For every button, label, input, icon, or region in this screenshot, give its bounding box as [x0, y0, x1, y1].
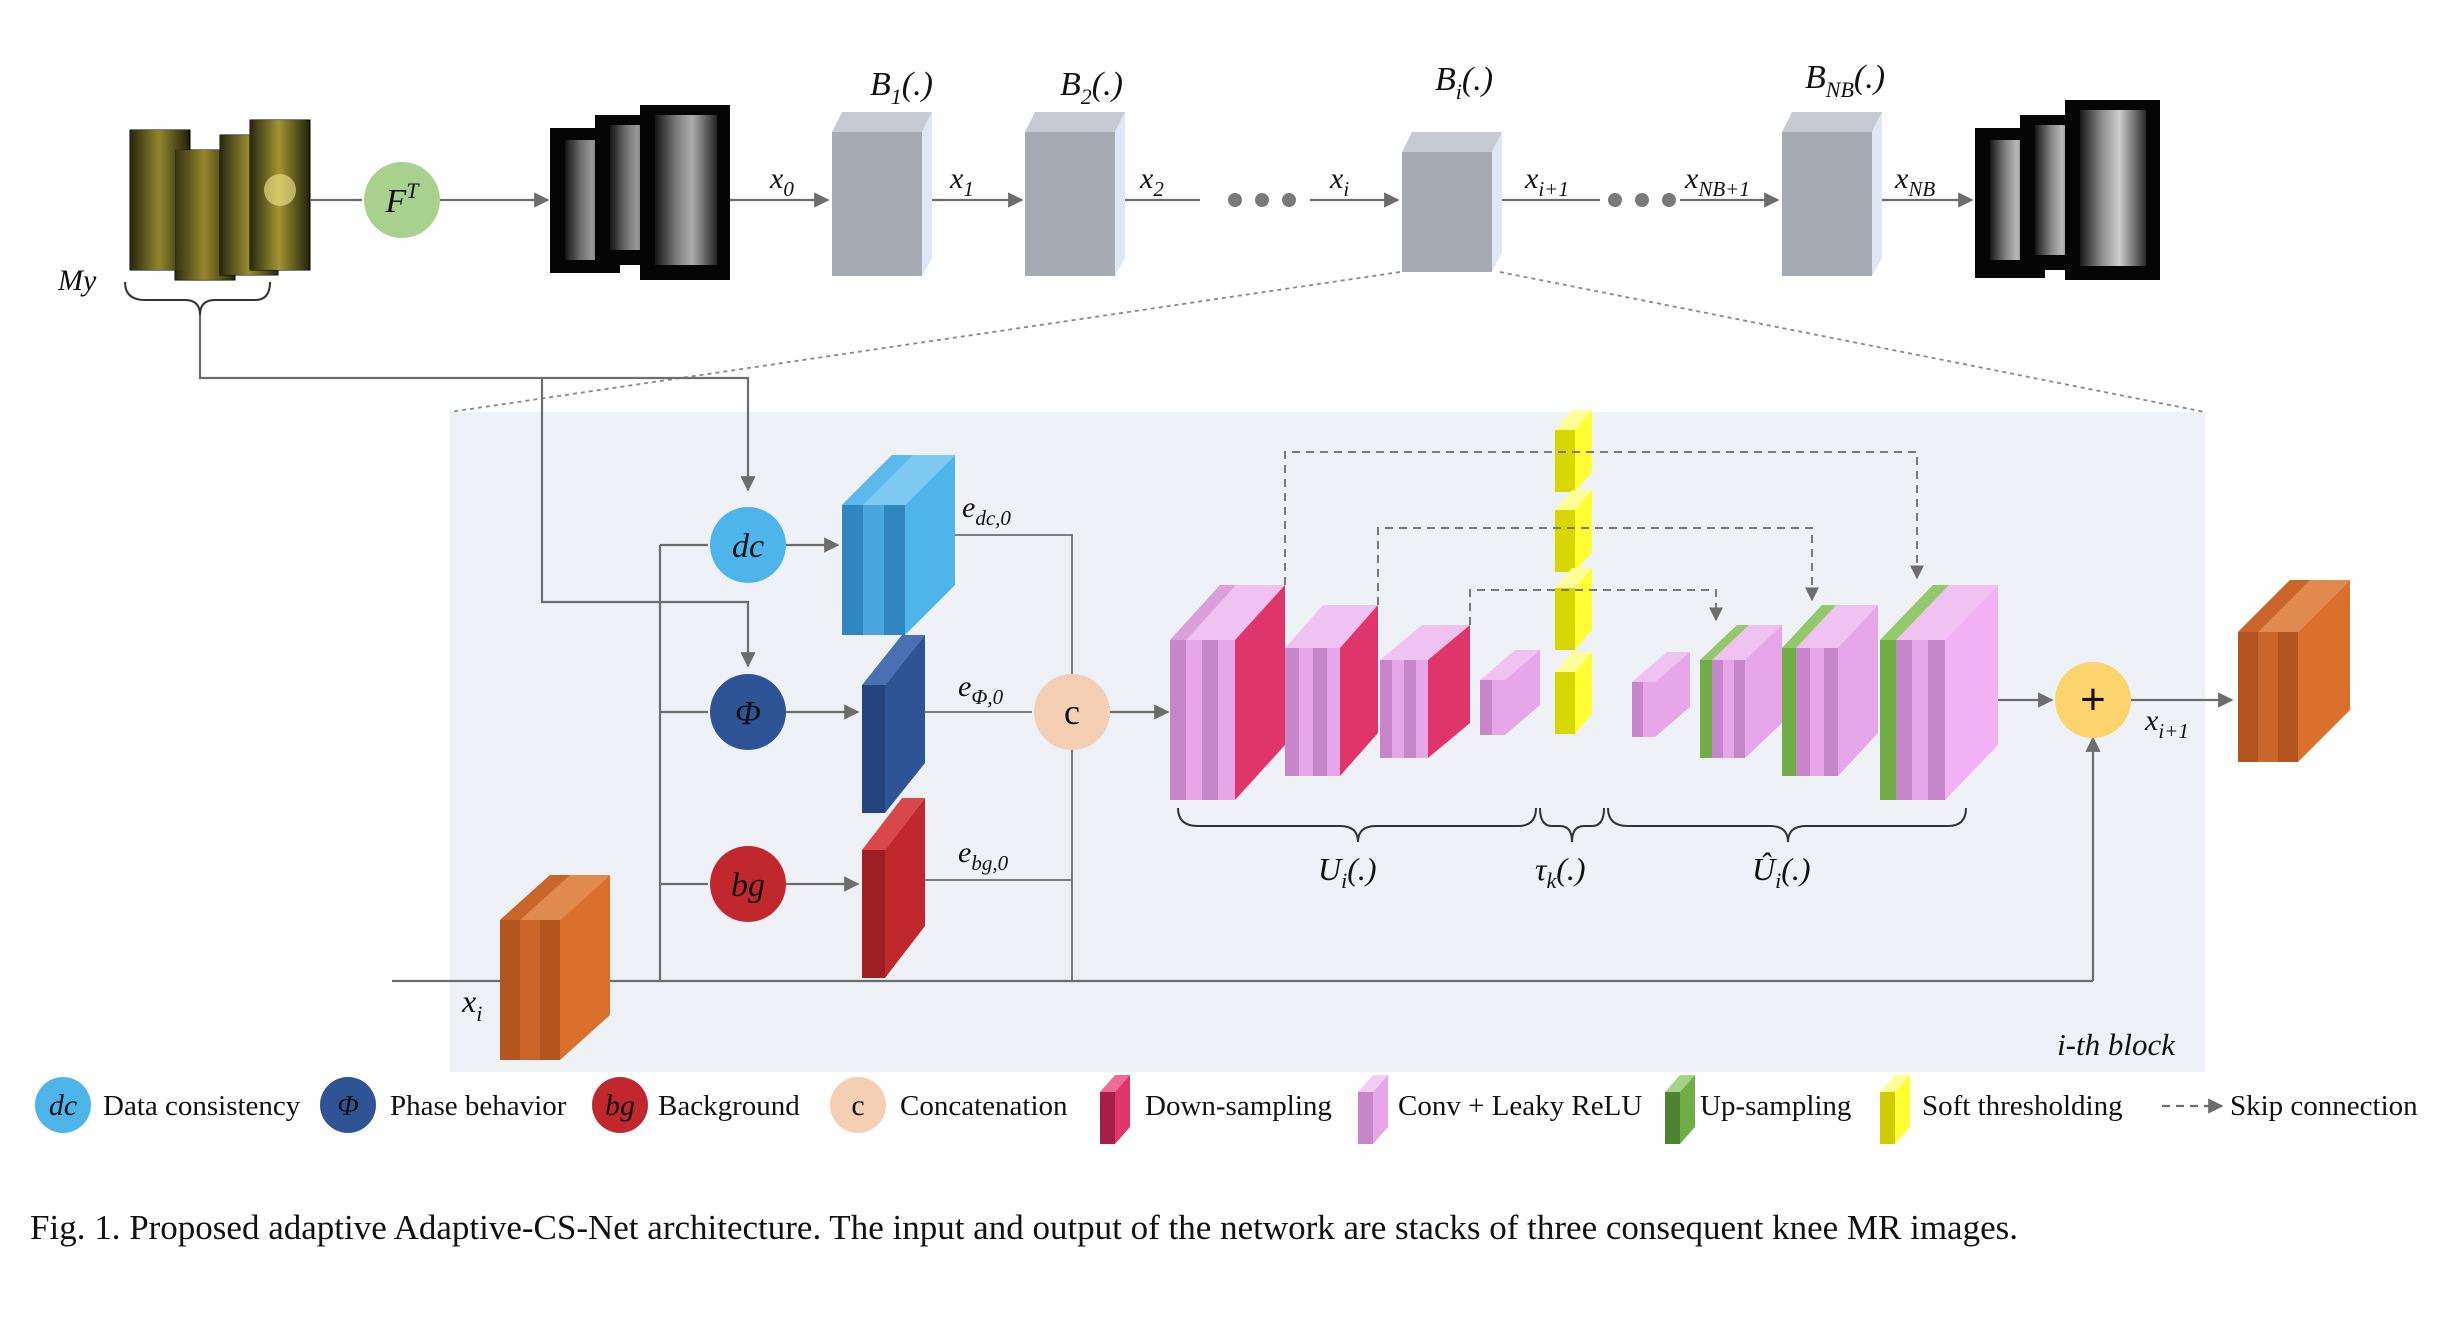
ebg-label: ebg,0: [958, 836, 1009, 875]
brace-uhat: [1607, 807, 1967, 843]
legend-item-dc: dc Data consistency: [35, 1077, 301, 1133]
encoder-level-1: [1170, 585, 1285, 800]
legend-item-up: Up-sampling: [1665, 1075, 1851, 1144]
svg-text:Conv + Leaky ReLU: Conv + Leaky ReLU: [1398, 1090, 1642, 1122]
encoder-level-3: [1380, 625, 1470, 758]
plus-node: [2055, 662, 2131, 738]
phi-node-label: Φ: [735, 695, 761, 732]
soft-threshold-stack: [1555, 410, 1592, 734]
ellipsis-dots-1: [1228, 193, 1296, 207]
bg-node-label: bg: [731, 867, 765, 904]
my-to-phi-line: [540, 378, 756, 668]
block-b1: [832, 112, 932, 276]
edge-xnb1: xNB+1: [1684, 162, 1750, 201]
svg-text:Data consistency: Data consistency: [103, 1090, 301, 1122]
xi-input-label: xi: [461, 983, 482, 1026]
ephi-label: eΦ,0: [958, 670, 1004, 709]
decoder-level-1: [1880, 585, 1998, 800]
svg-text:Concatenation: Concatenation: [900, 1090, 1068, 1122]
svg-text:Soft thresholding: Soft thresholding: [1922, 1090, 2123, 1122]
bg-node: [710, 846, 786, 922]
ft-node: [364, 162, 440, 238]
block-b2-label: B2(.): [1060, 66, 1123, 109]
legend-item-soft: Soft thresholding: [1880, 1075, 2123, 1144]
ephi-feature: [862, 635, 925, 813]
ebg-feature: [862, 798, 925, 978]
input-label-my: My: [57, 264, 97, 297]
svg-text:bg: bg: [605, 1089, 635, 1122]
skip-connection-2: [1377, 527, 1819, 605]
encoder-bottleneck: [1480, 650, 1540, 735]
ft-label: FT: [384, 178, 420, 220]
input-brace: [124, 281, 271, 316]
reconstructed-image-stack: [1975, 100, 2160, 280]
svg-text:Phase behavior: Phase behavior: [390, 1090, 567, 1122]
edc-label: edc,0: [962, 491, 1011, 530]
block-bi: [1402, 132, 1502, 272]
decoder-bottleneck: [1632, 652, 1690, 737]
legend-item-phi: Φ Phase behavior: [320, 1077, 567, 1133]
svg-text:c: c: [851, 1089, 864, 1122]
figure-caption: Fig. 1. Proposed adaptive Adaptive-CS-Ne…: [30, 1208, 2018, 1247]
svg-text:Background: Background: [658, 1090, 800, 1122]
skip-connection-1: [1284, 451, 1924, 585]
label-uhat: Ûi(.): [1752, 851, 1811, 893]
svg-text:Skip connection: Skip connection: [2230, 1090, 2418, 1122]
zoom-line-right: [1499, 271, 2206, 413]
concat-node-label: c: [1064, 692, 1080, 732]
brace-u: [1177, 807, 1537, 843]
decoder-level-2: [1782, 605, 1878, 776]
skip-connection-3: [1469, 589, 1723, 625]
zoom-line-left: [449, 271, 1401, 413]
legend-item-concat: c Concatenation: [830, 1077, 1068, 1133]
ellipsis-dots-2: [1608, 193, 1676, 207]
xi1-output-label: xi+1: [2144, 704, 2189, 743]
zero-filled-image-stack: [550, 105, 730, 280]
svg-text:Up-sampling: Up-sampling: [1700, 1090, 1851, 1122]
edge-x0: x0: [769, 162, 794, 201]
edge-xi1: xi+1: [1524, 162, 1569, 201]
phi-node: [710, 674, 786, 750]
concat-node: [1034, 674, 1110, 750]
edge-x1: x1: [949, 162, 974, 201]
legend-item-conv: Conv + Leaky ReLU: [1358, 1075, 1642, 1144]
svg-text:dc: dc: [49, 1089, 77, 1122]
decoder-level-3: [1700, 625, 1782, 758]
block-title: i-th block: [2057, 1027, 2176, 1062]
block-bi-label: Bi(.): [1435, 61, 1493, 104]
block-bnb-label: BNB(.): [1805, 59, 1885, 102]
block-b1-label: B1(.): [870, 66, 933, 109]
legend: dc Data consistency Φ Phase behavior bg …: [35, 1075, 2418, 1144]
my-to-dc-line: [198, 315, 756, 492]
edge-xi: xi: [1329, 162, 1349, 201]
xi-feature-stack: [500, 875, 610, 1060]
edge-xnb: xNB: [1894, 162, 1935, 201]
svg-text:Down-sampling: Down-sampling: [1145, 1090, 1332, 1122]
plus-node-label: +: [2080, 675, 2106, 724]
svg-text:Φ: Φ: [337, 1091, 358, 1122]
dc-node-label: dc: [732, 528, 764, 565]
brace-tau: [1539, 807, 1605, 843]
kspace-input-stack: [129, 119, 311, 281]
legend-item-bg: bg Background: [592, 1077, 800, 1133]
encoder-level-2: [1285, 605, 1378, 776]
legend-item-skip: Skip connection: [2162, 1090, 2418, 1122]
block-b2: [1025, 112, 1125, 276]
block-bnb: [1782, 112, 1882, 276]
edc-feature-stack: [842, 455, 955, 635]
legend-item-down: Down-sampling: [1100, 1075, 1332, 1144]
xi1-feature-stack: [2238, 580, 2350, 762]
label-tau: τk(.): [1535, 851, 1586, 893]
label-u: Ui(.): [1318, 851, 1377, 893]
edge-x2: x2: [1139, 162, 1164, 201]
dc-node: [710, 507, 786, 583]
